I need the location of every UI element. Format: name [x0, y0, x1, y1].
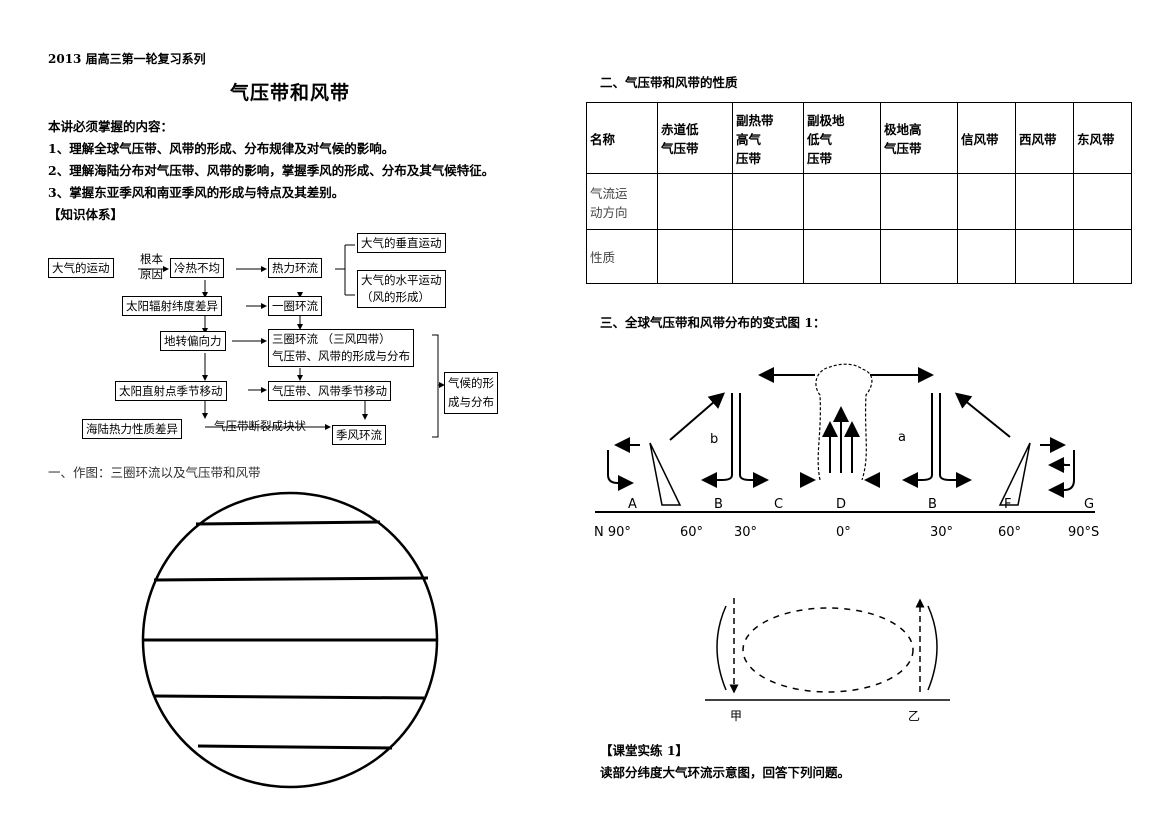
table-cell[interactable]: [1073, 173, 1132, 230]
flow-vertical-motion: 大气的垂直运动: [357, 233, 446, 253]
table-cell[interactable]: [957, 229, 1016, 284]
figure1-label-F: F: [1004, 497, 1011, 512]
figure1-cell-b: b: [710, 432, 718, 447]
header-cell-westerlies: 西风带: [1015, 102, 1074, 174]
flow-seasonal-shift: 气压带、风带季节移动: [268, 381, 391, 401]
flow-thermal-circulation: 热力环流: [268, 258, 322, 278]
flow-horizontal-motion: 大气的水平运动（风的形成）: [357, 270, 446, 308]
header-cell-easterlies: 东风带: [1073, 102, 1132, 174]
header-cell-name: 名称: [586, 102, 658, 174]
flow-monsoon: 季风环流: [332, 425, 386, 445]
flowchart-connectors: [138, 244, 445, 438]
table-cell[interactable]: [732, 229, 804, 284]
table-cell[interactable]: [1015, 173, 1074, 230]
objectives-heading: 本讲必须掌握的内容：: [48, 119, 174, 134]
figure1-lat-s90: 90°S: [1068, 525, 1099, 540]
belt-properties-table: 名称 赤道低气压带 副热带高气压带 副极地低气压带 极地高气压带 信风带 西风带…: [586, 102, 1132, 284]
practice-prompt: 读部分纬度大气环流示意图，回答下列问题。: [600, 765, 851, 780]
table-cell[interactable]: [657, 229, 733, 284]
section-2-label: 二、气压带和风带的性质: [600, 75, 738, 90]
section-1-label: 一、作图：三圈环流以及气压带和风带: [48, 465, 261, 480]
page-title: 气压带和风带: [229, 82, 350, 104]
figure1-label-G: G: [1084, 497, 1094, 512]
table-row: 性质: [586, 229, 1132, 284]
flow-land-sea-diff: 海陆热力性质差异: [82, 419, 182, 439]
figure1-lat-60s: 60°: [998, 525, 1021, 540]
figure1-lat-0: 0°: [836, 525, 851, 540]
table-cell[interactable]: [880, 229, 958, 284]
table-cell[interactable]: [803, 173, 881, 230]
header-cell-polar-high: 极地高气压带: [880, 102, 958, 174]
table-cell[interactable]: [880, 173, 958, 230]
flow-uneven-heating: 冷热不均: [170, 258, 224, 278]
practice-heading: 【课堂实练 1】: [600, 743, 689, 758]
flow-climate: 气候的形成与分布: [444, 372, 498, 414]
three-cell-drawing-globe: [141, 491, 439, 789]
objective-item-1: 1、理解全球气压带、风带的形成、分布规律及对气候的影响。: [48, 141, 395, 156]
flow-subsolar-shift: 太阳直射点季节移动: [115, 381, 227, 401]
circulation-figure-1: A B C D B F G b a c N 90° 60° 30° 0° 30°…: [594, 363, 1099, 540]
flow-three-cell: 三圈环流 （三风四带）气压带、风带的形成与分布: [268, 329, 414, 367]
objective-item-2: 2、理解海陆分布对气压带、风带的影响，掌握季风的形成、分布及其气候特征。: [48, 163, 495, 178]
figure1-lat-30s: 30°: [930, 525, 953, 540]
figure1-label-D: D: [836, 497, 846, 512]
header-cell-subtropical-high: 副热带高气压带: [732, 102, 804, 174]
table-cell[interactable]: [957, 173, 1016, 230]
figure1-label-B2: B: [928, 497, 937, 512]
figure1-cell-a: a: [898, 430, 906, 445]
flow-atmosphere-motion: 大气的运动: [48, 258, 114, 278]
table-cell[interactable]: [1015, 229, 1074, 284]
table-header-row: 名称 赤道低气压带 副热带高气压带 副极地低气压带 极地高气压带 信风带 西风带…: [586, 102, 1132, 174]
flow-solar-latitude-diff: 太阳辐射纬度差异: [122, 296, 222, 316]
table-cell[interactable]: [1073, 229, 1132, 284]
flow-coriolis: 地转偏向力: [160, 331, 226, 351]
header-cell-trade-winds: 信风带: [957, 102, 1016, 174]
objective-item-3: 3、掌握东亚季风和南亚季风的形成与特点及其差别。: [48, 185, 345, 200]
table-cell[interactable]: [732, 173, 804, 230]
figure2-label-jia: 甲: [730, 709, 742, 723]
flow-root-cause-label: 根本原因: [140, 252, 163, 281]
flow-one-cell: 一圈环流: [268, 296, 322, 316]
header-cell-equatorial-low: 赤道低气压带: [657, 102, 733, 174]
flow-broken-label: 气压带断裂成块状: [214, 419, 306, 433]
figure1-lat-60n: 60°: [680, 525, 703, 540]
header-cell-subpolar-low: 副极地低气压带: [803, 102, 881, 174]
figure1-label-A: A: [628, 497, 637, 512]
figure1-cell-c: c: [1058, 459, 1065, 474]
table-row: 气流运动方向: [586, 173, 1132, 230]
figure1-lat-30n: 30°: [734, 525, 757, 540]
row-label-airflow: 气流运动方向: [586, 173, 658, 230]
figure1-label-B: B: [714, 497, 723, 512]
figure1-label-C: C: [774, 497, 783, 512]
table-cell[interactable]: [803, 229, 881, 284]
section-3-label: 三、全球气压带和风带分布的变式图 1：: [600, 315, 826, 330]
row-label-nature: 性质: [586, 229, 658, 284]
figure1-lat-n90: N 90°: [594, 525, 631, 540]
series-title: 2013 届高三第一轮复习系列: [48, 52, 206, 66]
figure2-label-yi: 乙: [908, 709, 920, 723]
circulation-figure-2: 甲 乙: [705, 598, 950, 723]
knowledge-heading: 【知识体系】: [48, 207, 124, 222]
table-cell[interactable]: [657, 173, 733, 230]
